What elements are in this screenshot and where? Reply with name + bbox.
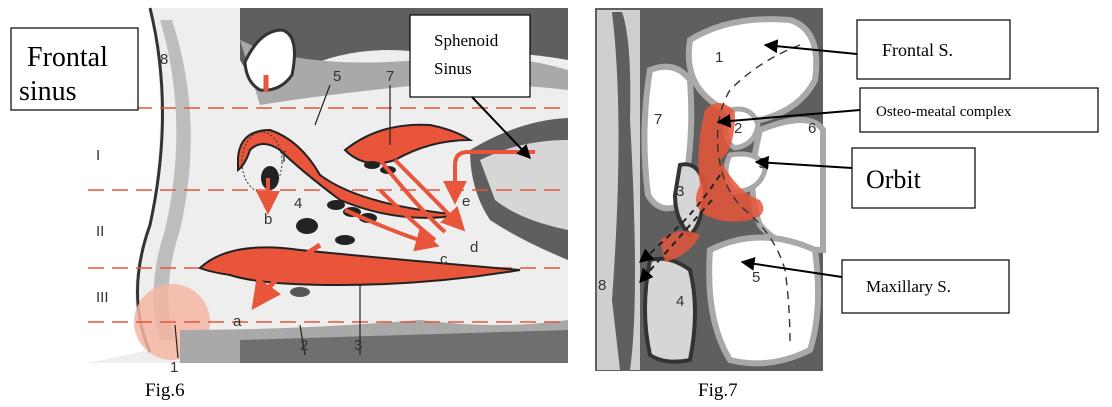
fig6-num-8: 8 (160, 51, 168, 68)
frontal-sinus-label-line1: Frontal (27, 42, 108, 73)
fig7-num-3: 3 (676, 183, 684, 200)
fig6-num-d: d (470, 239, 478, 256)
inferior-turbinate-4 (645, 259, 695, 362)
fig7-num-2: 2 (734, 120, 742, 137)
sphenoid-sinus-label-line2: Sinus (434, 59, 472, 78)
ostium-4 (296, 218, 318, 234)
orbit-label: Orbit (866, 165, 922, 194)
fig7-diagram: 1 7 2 6 9 3 4 5 8 Frontal S. Osteo-meata… (595, 8, 1098, 401)
maxillary-s-label: Maxillary S. (866, 277, 951, 296)
fig6-caption: Fig.6 (145, 380, 185, 401)
frontal-sinus-label-line2: sinus (19, 76, 77, 107)
fig6-num-5: 5 (333, 68, 341, 85)
fig6-num-a: a (233, 313, 242, 330)
fig7-num-8: 8 (598, 277, 606, 294)
fig6-region-II: II (96, 223, 104, 240)
fig7-num-5: 5 (752, 269, 760, 286)
fig6-num-7: 7 (386, 68, 394, 85)
nasolacrimal-ostium-2 (290, 287, 310, 297)
fig7-num-4: 4 (676, 293, 684, 310)
ostium-middle-a (327, 200, 345, 210)
fig6-num-b: b (264, 211, 272, 228)
fig6-num-1: 1 (170, 359, 178, 376)
sphenoid-sinus-label-line1: Sphenoid (434, 31, 499, 50)
fig7-caption: Fig.7 (698, 380, 738, 401)
frontal-s-label: Frontal S. (882, 40, 953, 60)
fig6-num-2: 2 (300, 337, 308, 354)
fig7-num-6: 6 (808, 120, 816, 137)
omc-label: Osteo-meatal complex (876, 104, 1012, 120)
fig7-num-1: 1 (715, 49, 723, 66)
ostium-superior-a (364, 161, 380, 169)
fig6-region-I: I (96, 147, 100, 164)
fig6-num-e: e (462, 193, 470, 210)
ostium-middle-d (335, 235, 355, 245)
fig7-num-7: 7 (654, 111, 662, 128)
fig6-num-c: c (440, 251, 448, 268)
fig6-num-3: 3 (354, 337, 362, 354)
fig6-region-III: III (96, 289, 109, 306)
maxillary-sinus-cell (709, 238, 818, 364)
sphenoid-sinus-callout-box (410, 15, 530, 97)
orbit-cell (753, 120, 824, 250)
fig6-num-4: 4 (294, 195, 302, 212)
fig6-diagram: 8 5 7 1 f b 4 e c d a 2 3 I II III Front… (11, 8, 568, 401)
